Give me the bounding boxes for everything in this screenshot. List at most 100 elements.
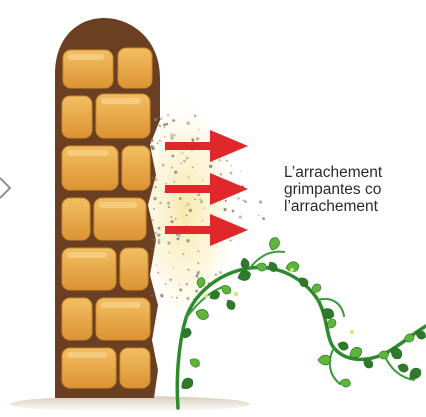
dust-particle — [167, 242, 170, 245]
dust-particle — [163, 124, 165, 126]
dust-particle — [172, 119, 175, 122]
caption-line-2: grimpantes co — [284, 181, 382, 198]
dust-particle — [242, 199, 244, 201]
stone — [122, 146, 150, 190]
dust-particle — [171, 297, 172, 298]
dust-particle — [179, 197, 182, 200]
dust-particle — [178, 284, 180, 286]
dust-particle — [186, 214, 188, 216]
dust-particle — [189, 209, 192, 212]
vine-leaf — [188, 356, 201, 368]
dust-particle — [176, 297, 178, 299]
dust-particle — [157, 272, 159, 274]
stone — [120, 348, 150, 388]
dust-particle — [192, 167, 194, 169]
vine-leaf — [255, 262, 267, 272]
dust-particle — [158, 227, 161, 230]
dust-particle — [259, 200, 262, 203]
dust-particle — [187, 203, 189, 205]
dust-particle — [168, 206, 170, 208]
dust-particle — [152, 177, 154, 179]
dust-particle — [173, 134, 175, 136]
dust-particle — [156, 264, 158, 266]
vine-leaf — [337, 340, 350, 351]
dust-particle — [202, 180, 204, 182]
dust-particle — [199, 198, 200, 199]
caption-text: L’arrachement grimpantes co l’arrachemen… — [284, 164, 382, 215]
stone — [62, 96, 92, 138]
dust-particle — [181, 152, 183, 154]
dust-particle — [219, 271, 222, 274]
vine-leaf — [267, 236, 281, 252]
dust-particle — [202, 220, 204, 222]
dust-particle — [164, 126, 166, 128]
dust-particle — [196, 137, 199, 140]
dust-particle — [186, 297, 189, 300]
stone-wall-icon — [55, 18, 160, 398]
dust-particle — [155, 178, 158, 181]
dust-particle — [230, 172, 233, 175]
dust-particle — [200, 200, 203, 203]
dust-particle — [178, 234, 181, 237]
dust-particle — [220, 173, 222, 175]
dust-particle — [179, 288, 182, 291]
dust-particle — [155, 130, 157, 132]
dust-particle — [196, 272, 199, 275]
dust-particle — [194, 114, 197, 117]
dust-particle — [169, 252, 170, 253]
dust-particle — [186, 239, 189, 242]
dust-particle — [197, 262, 199, 264]
dust-particle — [153, 208, 155, 210]
dust-particle — [198, 129, 200, 131]
dust-particle — [180, 162, 182, 164]
red-arrows — [165, 130, 248, 246]
dust-particle — [197, 193, 200, 196]
dust-particle — [165, 183, 167, 185]
dust-particle — [195, 290, 198, 293]
dust-particle — [204, 207, 206, 209]
stone — [62, 198, 90, 240]
caption-line-3: l’arrachement — [284, 198, 382, 215]
dust-particle — [154, 186, 157, 189]
dust-particle — [160, 294, 163, 297]
dust-particle — [151, 248, 153, 250]
ground-shadow — [10, 396, 250, 412]
dust-particle — [232, 210, 235, 213]
dust-particle — [231, 165, 232, 166]
dust-particle — [174, 171, 177, 174]
dust-particle — [158, 117, 160, 119]
dust-particle — [157, 234, 160, 237]
dust-particle — [167, 202, 170, 205]
dust-particle — [153, 197, 157, 201]
dust-particle — [155, 232, 157, 234]
vine-leaf — [179, 376, 195, 392]
dust-particle — [192, 139, 195, 142]
dust-particle — [196, 275, 199, 278]
dust-particle — [152, 219, 154, 221]
dust-particle — [262, 217, 265, 220]
vine-leaf — [318, 355, 331, 365]
dust-particle — [162, 164, 165, 167]
dust-particle — [186, 283, 188, 285]
dust-particle — [194, 198, 196, 200]
dust-particle — [258, 215, 260, 217]
caption-line-1: L’arrachement — [284, 164, 382, 181]
dust-particle — [160, 117, 163, 120]
dust-particle — [170, 216, 172, 218]
dust-particle — [182, 253, 184, 255]
vine-leaf — [339, 378, 351, 388]
dust-particle — [198, 250, 200, 252]
dust-particle — [158, 239, 161, 242]
stone — [120, 248, 148, 290]
dust-particle — [230, 240, 232, 242]
dust-particle — [240, 170, 241, 171]
vine-leaf — [397, 362, 410, 373]
dust-particle — [186, 157, 189, 160]
dust-particle — [151, 139, 154, 142]
dust-particle — [183, 160, 186, 163]
dust-particle — [215, 274, 217, 276]
dust-particle — [170, 279, 172, 281]
dust-particle — [171, 154, 174, 157]
dust-particle — [209, 165, 212, 168]
dust-particle — [171, 166, 173, 168]
